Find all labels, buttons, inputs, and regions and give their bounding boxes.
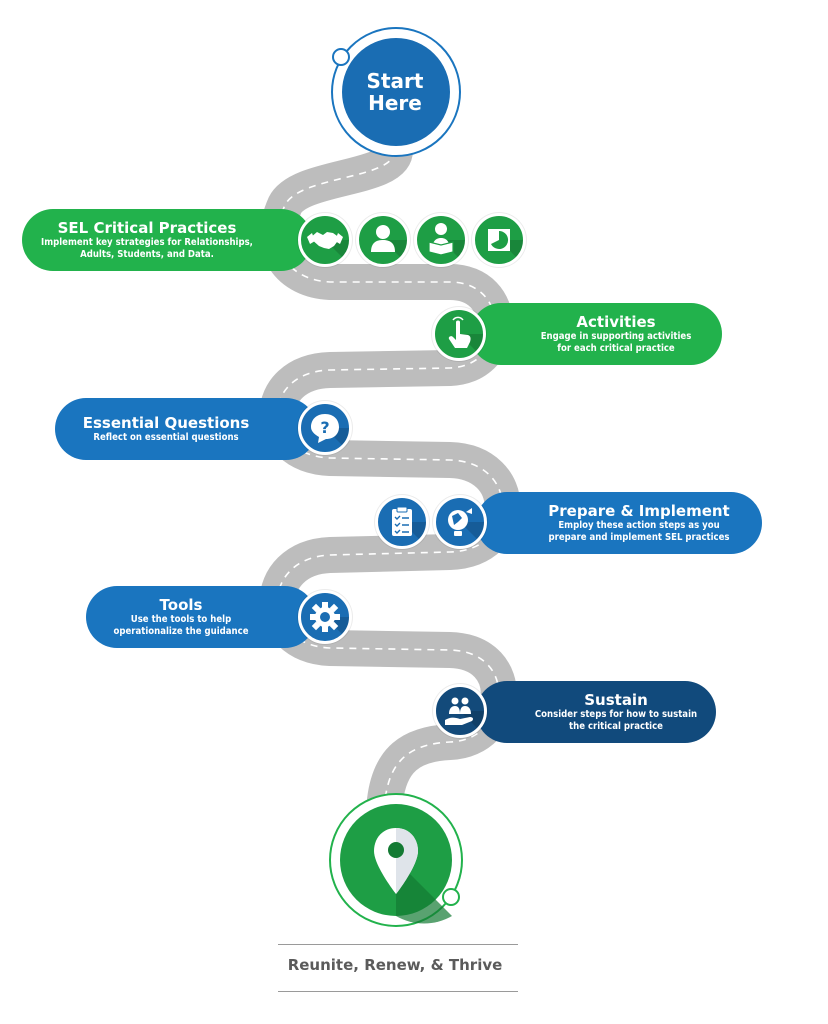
step-sel-critical-practices[interactable]: SEL Critical Practices Implement key str…	[22, 209, 312, 271]
student-reading-icon[interactable]	[414, 213, 468, 267]
step-title: Tools	[159, 596, 203, 614]
step-desc-line2: the critical practice	[569, 721, 663, 732]
handshake-icon[interactable]	[298, 213, 352, 267]
footer-tagline: Reunite, Renew, & Thrive	[287, 956, 503, 974]
step-sustain[interactable]: Sustain Consider steps for how to sustai…	[476, 681, 716, 743]
step-title: Prepare & Implement	[548, 502, 730, 520]
step-desc-line1: Use the tools to help	[130, 614, 232, 625]
adult-person-icon[interactable]	[356, 213, 410, 267]
start-label: Start Here	[340, 70, 450, 114]
hand-supporting-people-icon[interactable]	[433, 684, 487, 738]
svg-text:?: ?	[320, 418, 329, 437]
start-label-line1: Start	[366, 69, 424, 93]
footer-divider-top	[278, 944, 518, 945]
clipboard-checklist-icon[interactable]	[375, 495, 429, 549]
step-desc-line1: Reflect on essential questions	[93, 432, 239, 443]
step-title: Sustain	[584, 691, 648, 709]
step-essential-questions[interactable]: Essential Questions Reflect on essential…	[55, 398, 317, 460]
step-title: Activities	[576, 313, 656, 331]
step-desc-line1: Engage in supporting activities	[540, 331, 692, 342]
step-title: Essential Questions	[82, 414, 250, 432]
question-bubble-icon[interactable]: ?	[298, 401, 352, 455]
start-label-line2: Here	[368, 91, 422, 115]
step-tools[interactable]: Tools Use the tools to help operationali…	[86, 586, 316, 648]
step-desc-line1: Implement key strategies for Relationshi…	[41, 237, 253, 248]
step-desc-line2: operationalize the guidance	[113, 626, 249, 637]
step-desc-line2: for each critical practice	[557, 343, 675, 354]
gear-wrench-icon[interactable]	[298, 590, 352, 644]
step-activities[interactable]: Activities Engage in supporting activiti…	[470, 303, 722, 365]
step-title: SEL Critical Practices	[57, 219, 237, 237]
footer-divider-bottom	[278, 991, 518, 992]
step-desc-line2: prepare and implement SEL practices	[548, 532, 730, 543]
globe-lightbulb-icon[interactable]	[433, 495, 487, 549]
map-pin-icon	[372, 826, 420, 896]
step-desc-line2: Adults, Students, and Data.	[80, 249, 214, 260]
data-pie-chart-icon[interactable]	[472, 213, 526, 267]
step-prepare-implement[interactable]: Prepare & Implement Employ these action …	[476, 492, 762, 554]
start-marker	[331, 27, 461, 157]
step-desc-line1: Consider steps for how to sustain	[534, 709, 698, 720]
step-desc-line1: Employ these action steps as you	[558, 520, 720, 531]
pointing-hand-icon[interactable]	[432, 307, 486, 361]
